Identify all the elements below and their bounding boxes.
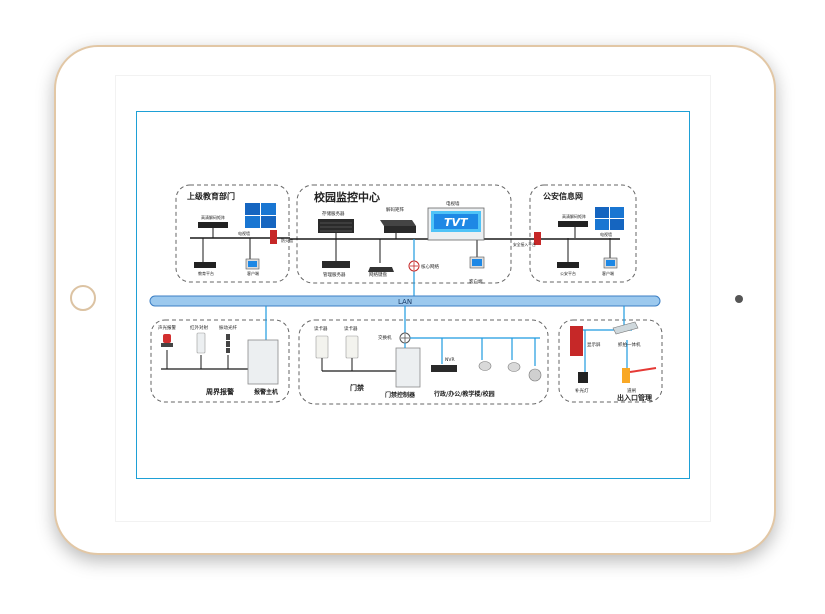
center-decoder-label: 解码矩阵: [386, 206, 404, 213]
police-client-pc: [603, 257, 618, 269]
perimeter-ir-icon: [196, 332, 206, 354]
speed-dome-icon: [528, 368, 542, 382]
edu-client-pc: [245, 258, 260, 270]
access-ctrl-label: 门禁控制器: [385, 391, 416, 399]
center-title: 校园监控中心: [314, 190, 380, 204]
access-nvr-device: [431, 365, 457, 372]
access-reader1-icon: [315, 335, 329, 359]
police-title: 公安信息网: [543, 191, 583, 201]
gate-light-label: 补光灯: [575, 387, 589, 394]
access-campus-label: 行政/办公/教学楼/校园: [433, 390, 495, 398]
edu-firewall-icon: [270, 230, 277, 244]
perimeter-siren-label: 声光报警: [158, 324, 176, 331]
perimeter-host-label: 报警主机: [254, 388, 278, 396]
access-nvr-label: NVR: [445, 357, 455, 363]
perimeter-fiber-icon: [226, 334, 230, 353]
edu-firewall-label: 防火墙: [281, 237, 293, 243]
edu-wall-label: 电视墙: [238, 230, 250, 236]
access-reader2-label: 读卡器: [344, 325, 358, 332]
gate-light-icon: [578, 372, 588, 383]
access-reader1-label: 读卡器: [314, 325, 328, 332]
police-wall-label: 电视墙: [600, 231, 612, 237]
perimeter-host-icon: [247, 339, 279, 385]
police-firewall-icon: [534, 232, 541, 245]
center-storage-server: [318, 219, 354, 233]
gate-title: 出入口管理: [617, 393, 652, 402]
perimeter-fiber-label: 振动光纤: [219, 324, 237, 331]
edu-decoder-label: 高清解码矩阵: [201, 214, 225, 220]
center-mgmt-label: 管理服务器: [323, 271, 346, 278]
gate-barrier-label: 道闸: [627, 387, 636, 394]
core-switch-label: 核心网络: [421, 263, 439, 270]
center-client-label: 客户端: [469, 278, 483, 285]
police-video-wall: [595, 207, 624, 230]
gate-anpr-label: 抓拍一体机: [618, 341, 641, 348]
access-title: 门禁: [350, 383, 364, 392]
center-storage-label: 存储服务器: [322, 210, 345, 217]
gate-display-label: 显示屏: [587, 342, 601, 348]
perimeter-title: 周界报警: [206, 387, 234, 396]
center-keyboard-device: [368, 267, 394, 272]
police-platform-device: [557, 262, 579, 268]
group-box-center: [296, 184, 512, 284]
access-switch-icon: [399, 332, 411, 344]
group-box-police: [529, 184, 637, 283]
access-controller-icon: [395, 347, 421, 388]
perimeter-siren-icon: [161, 334, 173, 347]
edu-platform-label: 教育平台: [198, 270, 214, 276]
police-decoder-label: 高清解码矩阵: [562, 213, 586, 219]
edu-video-wall: [245, 203, 276, 228]
dome-camera-icon-2: [507, 362, 521, 372]
perimeter-ir-label: 红外对射: [190, 324, 208, 331]
diagram-frame: [136, 111, 690, 479]
police-gateway-label: 安全接入平台: [513, 242, 536, 247]
edu-decoder-device: [198, 222, 228, 228]
access-switch-label: 交换机: [378, 334, 392, 341]
group-box-gate: [558, 319, 663, 403]
gate-display-icon: [570, 326, 583, 356]
center-tv-wall: [427, 207, 485, 241]
dome-camera-icon-1: [478, 361, 492, 371]
group-box-access: [298, 319, 549, 405]
police-platform-label: 公安平台: [560, 270, 576, 276]
center-mgmt-server: [322, 261, 350, 268]
core-switch-icon: [408, 260, 420, 272]
center-client-pc: [469, 256, 485, 269]
edu-platform-device: [194, 262, 216, 268]
group-box-perimeter: [150, 319, 290, 403]
center-keyboard-label: 网络键盘: [369, 271, 387, 278]
center-tvwall-label: 电视墙: [446, 200, 460, 207]
gate-barrier-icon: [622, 367, 657, 383]
home-button[interactable]: [70, 285, 96, 311]
police-client-label: 客户端: [602, 270, 614, 276]
access-reader2-icon: [345, 335, 359, 359]
edu-title: 上级教育部门: [187, 191, 235, 201]
front-camera: [735, 295, 743, 303]
edu-client-label: 客户端: [247, 270, 259, 276]
police-decoder-device: [558, 221, 588, 227]
lan-label: LAN: [398, 298, 412, 306]
center-tvt-logo: TVT: [444, 216, 469, 229]
gate-anpr-camera-icon: [612, 321, 639, 335]
group-box-edu: [175, 184, 290, 283]
center-decoder-device: [380, 220, 416, 233]
